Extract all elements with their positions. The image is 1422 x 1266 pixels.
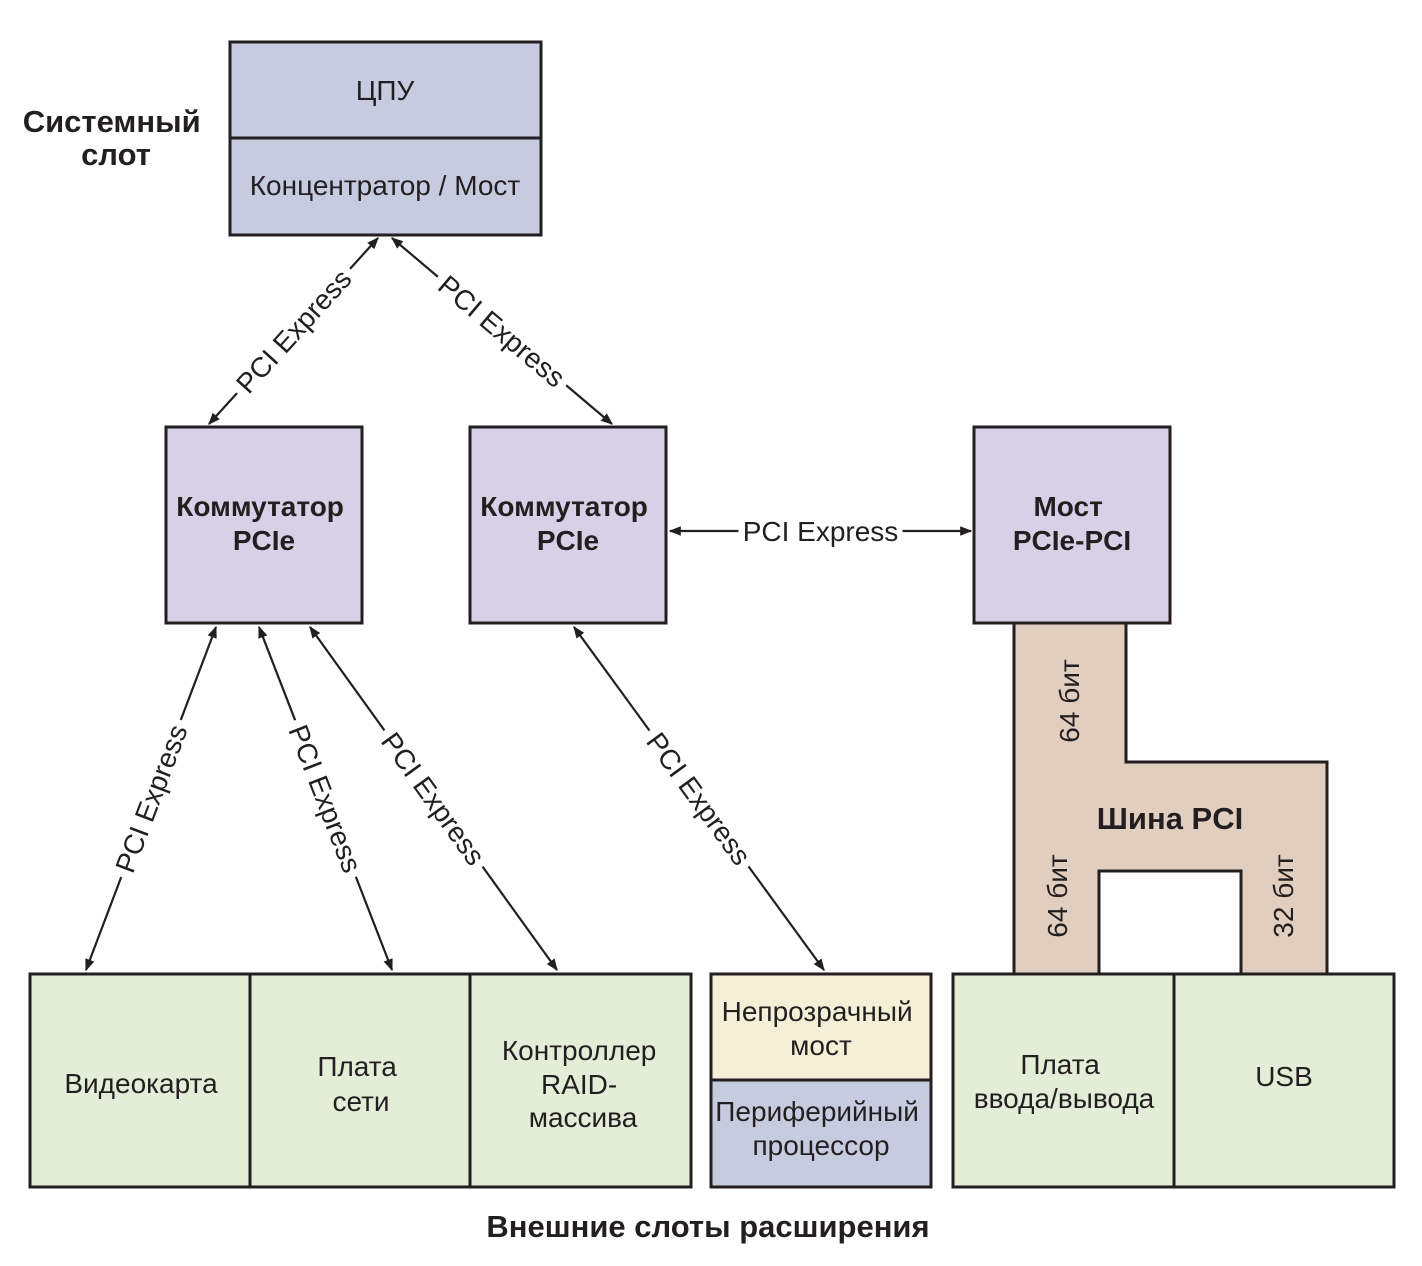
link-switch1-raid-arrow-start: [309, 626, 386, 731]
usb-card-label: USB: [1255, 1061, 1313, 1092]
pcie-switch-1: Коммутатор PCIe: [164, 425, 364, 625]
link-switch1-raid: PCI Express: [309, 626, 558, 971]
link-switch1-video: PCI Express: [84, 625, 218, 972]
pcie-switch-1-label: Коммутатор PCIe: [176, 491, 351, 556]
link-switch1-raid-arrow-end: [481, 866, 558, 971]
peripheral-processor-label: Периферийный процессор: [715, 1096, 926, 1161]
link-switch1-video-arrow-start: [179, 625, 218, 721]
link-hub-switch1-arrow-end: [208, 392, 238, 425]
pcie-pci-bridge: Мост PCIe-PCI: [972, 425, 1172, 625]
link-switch1-network-label: PCI Express: [282, 721, 367, 877]
link-switch1-video-arrow-end: [84, 876, 123, 972]
network-card-label: Плата сети: [317, 1051, 404, 1117]
pci-bus-title: Шина PCI: [1097, 801, 1243, 836]
link-hub-switch2-arrow-end: [565, 384, 613, 425]
io-card-label: Плата ввода/вывода: [974, 1049, 1155, 1114]
link-switch1-video-label: PCI Express: [109, 720, 193, 876]
system-slot-label: Системный слот: [23, 104, 210, 172]
video-card-label: Видеокарта: [64, 1068, 218, 1099]
card-group-pci: Плата ввода/вывода USB: [951, 972, 1396, 1189]
link-switch1-network-arrow-start: [257, 625, 297, 721]
link-switch2-nt-label: PCI Express: [640, 727, 757, 871]
link-switch1-network: PCI Express: [257, 625, 394, 972]
pcie-switch-2: Коммутатор PCIe: [468, 425, 668, 625]
raid-controller-label: Контроллер RAID- массива: [502, 1035, 664, 1133]
link-hub-switch1-arrow-start: [349, 237, 379, 270]
link-switch1-network-arrow-end: [354, 876, 394, 972]
card-group-nontransparent: Непрозрачный мост Периферийный процессор: [709, 972, 933, 1189]
link-hub-switch2-arrow-start: [391, 237, 439, 278]
link-switch2-nt-arrow-start: [573, 626, 651, 732]
pci-bus: Шина PCI 64 бит 64 бит 32 бит: [1012, 621, 1329, 976]
link-switch2-bridge-label: PCI Express: [743, 516, 899, 547]
cpu-block: ЦПУ Концентратор / Мост: [228, 40, 543, 237]
link-switch2-bridge: PCI Express: [668, 516, 973, 547]
hub-bridge-label: Концентратор / Мост: [250, 170, 521, 201]
nontransparent-bridge-label: Непрозрачный мост: [722, 996, 921, 1061]
card-group-pcie: Видеокарта Плата сети Контроллер RAID- м…: [28, 972, 693, 1189]
link-hub-switch2-label: PCI Express: [432, 269, 571, 393]
cpu-label: ЦПУ: [356, 75, 415, 106]
link-switch1-raid-label: PCI Express: [375, 727, 491, 871]
pcie-pci-bridge-label: Мост PCIe-PCI: [1013, 491, 1131, 556]
footer-caption: Внешние слоты расширения: [486, 1209, 929, 1244]
link-switch2-nt: PCI Express: [573, 626, 825, 971]
link-hub-switch1: PCI Express: [208, 237, 379, 425]
link-switch2-nt-arrow-end: [747, 865, 825, 971]
pcie-switch-2-label: Коммутатор PCIe: [480, 491, 655, 556]
pci-bus-width-left: 64 бит: [1042, 854, 1073, 938]
pci-bus-width-top: 64 бит: [1054, 659, 1085, 743]
pci-bus-width-right: 32 бит: [1268, 854, 1299, 938]
link-hub-switch1-label: PCI Express: [230, 263, 358, 399]
link-hub-switch2: PCI Express: [391, 237, 613, 425]
